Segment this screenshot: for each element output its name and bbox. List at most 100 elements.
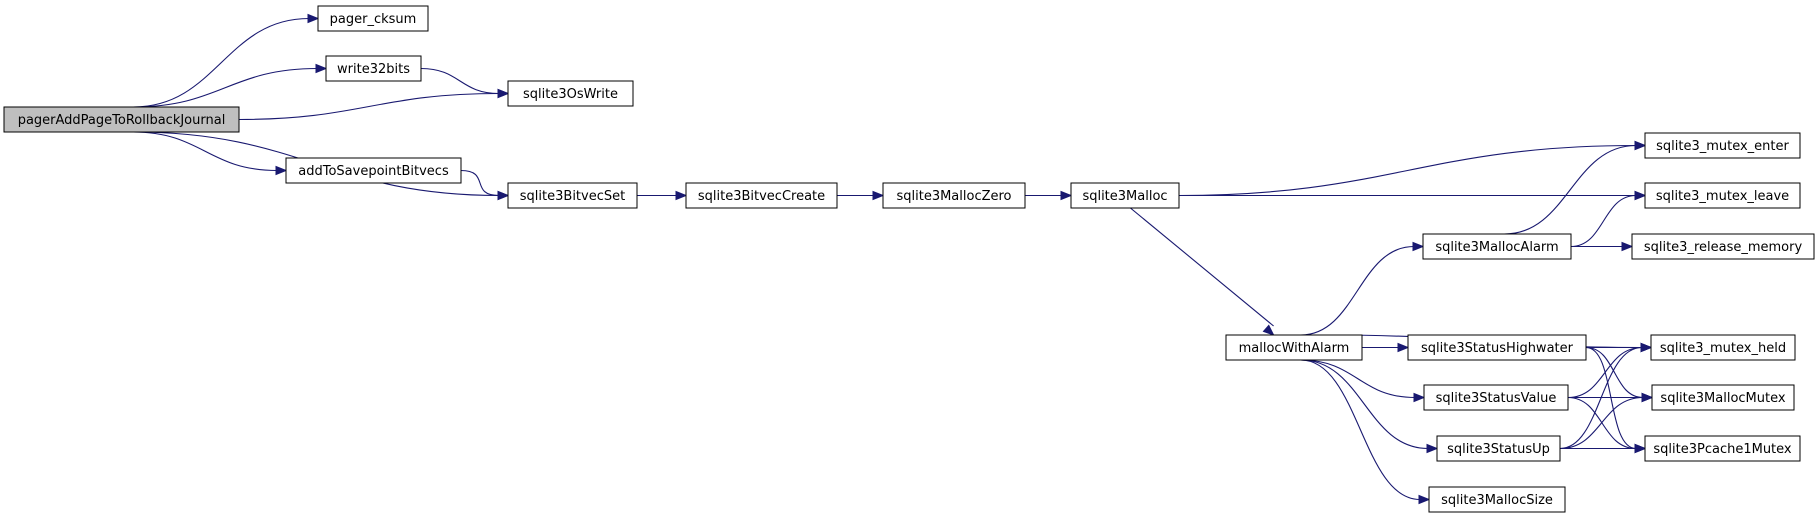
- edge-mallocWithAlarm-to-mallocSize: [1300, 359, 1421, 501]
- node-box-pager_cksum[interactable]: [317, 5, 429, 32]
- arrowhead-statusUp-to-mutexHeld: [1640, 342, 1653, 353]
- arrowhead-mallocWithAlarm-to-mallocSize: [1418, 494, 1431, 505]
- arrowhead-statusUp-to-pcache1Mutex: [1634, 443, 1647, 454]
- arrowhead-bitvecSet-to-bitvecCreate: [675, 190, 688, 201]
- node-label-mallocWithAlarm: mallocWithAlarm: [1239, 341, 1350, 356]
- node-label-mallocMutex: sqlite3MallocMutex: [1660, 391, 1785, 406]
- edge-statusHighwater-to-mallocMutex: [1585, 346, 1644, 399]
- edge-mallocWithAlarm-to-mallocAlarm: [1300, 245, 1415, 336]
- node-root[interactable]: pagerAddPageToRollbackJournal: [3, 106, 240, 133]
- arrowhead-statusUp-to-mallocMutex: [1641, 392, 1654, 403]
- node-osWrite[interactable]: sqlite3OsWrite: [507, 80, 634, 107]
- node-label-mallocZero: sqlite3MallocZero: [896, 189, 1011, 204]
- node-label-addToSavepoint: addToSavepointBitvecs: [298, 164, 449, 179]
- node-label-statusUp: sqlite3StatusUp: [1447, 442, 1550, 457]
- arrowhead-root-to-addToSavepoint: [275, 165, 288, 176]
- node-mallocZero[interactable]: sqlite3MallocZero: [882, 182, 1026, 209]
- node-label-root: pagerAddPageToRollbackJournal: [18, 113, 226, 128]
- node-mallocWithAlarm[interactable]: mallocWithAlarm: [1225, 334, 1363, 361]
- arrowhead-mallocAlarm-to-mutexLeave: [1634, 190, 1647, 201]
- arrowhead-addToSavepoint-to-bitvecSet: [497, 190, 510, 201]
- node-pager_cksum[interactable]: pager_cksum: [317, 5, 429, 32]
- node-box-mutexLeave[interactable]: [1644, 182, 1801, 209]
- node-box-mutexEnter[interactable]: [1644, 132, 1801, 159]
- node-box-statusUp[interactable]: [1436, 435, 1561, 462]
- node-label-bitvecSet: sqlite3BitvecSet: [520, 189, 625, 204]
- node-box-malloc[interactable]: [1070, 182, 1180, 209]
- node-mallocAlarm[interactable]: sqlite3MallocAlarm: [1422, 233, 1572, 260]
- edge-malloc-to-mutexEnter: [1178, 144, 1637, 197]
- arrowhead-bitvecCreate-to-mallocZero: [872, 190, 885, 201]
- edge-root-to-osWrite: [238, 92, 500, 121]
- node-write32bits[interactable]: write32bits: [325, 55, 422, 82]
- edge-root-to-pager_cksum: [133, 17, 310, 108]
- edge-mallocWithAlarm-to-statusUp: [1300, 359, 1429, 450]
- node-box-mallocSize[interactable]: [1428, 486, 1566, 513]
- node-label-mutexHeld: sqlite3_mutex_held: [1660, 341, 1786, 356]
- edge-statusValue-to-mutexHeld: [1567, 346, 1643, 399]
- node-label-malloc: sqlite3Malloc: [1082, 189, 1167, 204]
- node-mutexHeld[interactable]: sqlite3_mutex_held: [1650, 334, 1796, 361]
- node-box-addToSavepoint[interactable]: [285, 157, 462, 184]
- node-box-mallocMutex[interactable]: [1651, 384, 1795, 411]
- edge-root-to-addToSavepoint: [133, 131, 278, 172]
- node-label-write32bits: write32bits: [337, 62, 410, 77]
- edge-mallocWithAlarm-to-statusValue: [1300, 359, 1416, 399]
- node-box-statusHighwater[interactable]: [1407, 334, 1587, 361]
- edge-mallocAlarm-to-mutexLeave: [1570, 194, 1637, 248]
- edge-write32bits-to-osWrite: [420, 67, 500, 95]
- edge-statusUp-to-mallocMutex: [1559, 396, 1644, 450]
- node-label-mallocAlarm: sqlite3MallocAlarm: [1435, 240, 1558, 255]
- node-box-write32bits[interactable]: [325, 55, 422, 82]
- node-box-mallocZero[interactable]: [882, 182, 1026, 209]
- node-mallocMutex[interactable]: sqlite3MallocMutex: [1651, 384, 1795, 411]
- edge-root-to-write32bits: [133, 67, 318, 108]
- node-pcache1Mutex[interactable]: sqlite3Pcache1Mutex: [1644, 435, 1801, 462]
- node-statusUp[interactable]: sqlite3StatusUp: [1436, 435, 1561, 462]
- node-box-mutexHeld[interactable]: [1650, 334, 1796, 361]
- edge-malloc-to-mallocWithAlarm: [1130, 207, 1274, 327]
- arrowhead-write32bits-to-osWrite: [497, 88, 510, 99]
- edge-statusUp-to-mutexHeld: [1559, 346, 1643, 450]
- node-bitvecSet[interactable]: sqlite3BitvecSet: [507, 182, 638, 209]
- node-box-pcache1Mutex[interactable]: [1644, 435, 1801, 462]
- node-label-mallocSize: sqlite3MallocSize: [1441, 493, 1553, 508]
- node-bitvecCreate[interactable]: sqlite3BitvecCreate: [685, 182, 838, 209]
- node-statusHighwater[interactable]: sqlite3StatusHighwater: [1407, 334, 1587, 361]
- node-box-bitvecCreate[interactable]: [685, 182, 838, 209]
- node-malloc[interactable]: sqlite3Malloc: [1070, 182, 1180, 209]
- node-label-osWrite: sqlite3OsWrite: [523, 87, 618, 102]
- node-mutexEnter[interactable]: sqlite3_mutex_enter: [1644, 132, 1801, 159]
- node-statusValue[interactable]: sqlite3StatusValue: [1423, 384, 1569, 411]
- arrowhead-root-to-write32bits: [315, 63, 328, 74]
- node-box-bitvecSet[interactable]: [507, 182, 638, 209]
- node-mutexLeave[interactable]: sqlite3_mutex_leave: [1644, 182, 1801, 209]
- node-label-pcache1Mutex: sqlite3Pcache1Mutex: [1653, 442, 1792, 457]
- node-releaseMemory[interactable]: sqlite3_release_memory: [1631, 233, 1815, 260]
- node-addToSavepoint[interactable]: addToSavepointBitvecs: [285, 157, 462, 184]
- arrowhead-mallocWithAlarm-to-statusValue: [1413, 392, 1426, 403]
- edge-addToSavepoint-to-bitvecSet: [460, 169, 500, 197]
- node-box-releaseMemory[interactable]: [1631, 233, 1815, 260]
- edge-mallocAlarm-to-mutexEnter: [1504, 144, 1637, 235]
- node-label-mutexLeave: sqlite3_mutex_leave: [1656, 189, 1789, 204]
- node-label-pager_cksum: pager_cksum: [330, 12, 417, 27]
- node-mallocSize[interactable]: sqlite3MallocSize: [1428, 486, 1566, 513]
- arrowhead-mallocWithAlarm-to-statusUp: [1426, 443, 1439, 454]
- node-box-mallocWithAlarm[interactable]: [1225, 334, 1363, 361]
- node-label-mutexEnter: sqlite3_mutex_enter: [1656, 139, 1789, 154]
- node-label-bitvecCreate: sqlite3BitvecCreate: [698, 189, 825, 204]
- arrowhead-mallocAlarm-to-mutexEnter: [1634, 140, 1647, 151]
- node-box-osWrite[interactable]: [507, 80, 634, 107]
- node-label-releaseMemory: sqlite3_release_memory: [1644, 240, 1803, 255]
- node-box-mallocAlarm[interactable]: [1422, 233, 1572, 260]
- node-label-statusHighwater: sqlite3StatusHighwater: [1421, 341, 1574, 356]
- arrowhead-mallocAlarm-to-releaseMemory: [1621, 241, 1634, 252]
- arrowhead-malloc-to-mallocWithAlarm: [1262, 324, 1275, 336]
- node-box-statusValue[interactable]: [1423, 384, 1569, 411]
- arrowhead-mallocWithAlarm-to-statusHighwater: [1397, 342, 1410, 353]
- node-box-root[interactable]: [3, 106, 240, 133]
- arrowhead-mallocWithAlarm-to-mallocAlarm: [1412, 241, 1425, 252]
- node-label-statusValue: sqlite3StatusValue: [1436, 391, 1557, 406]
